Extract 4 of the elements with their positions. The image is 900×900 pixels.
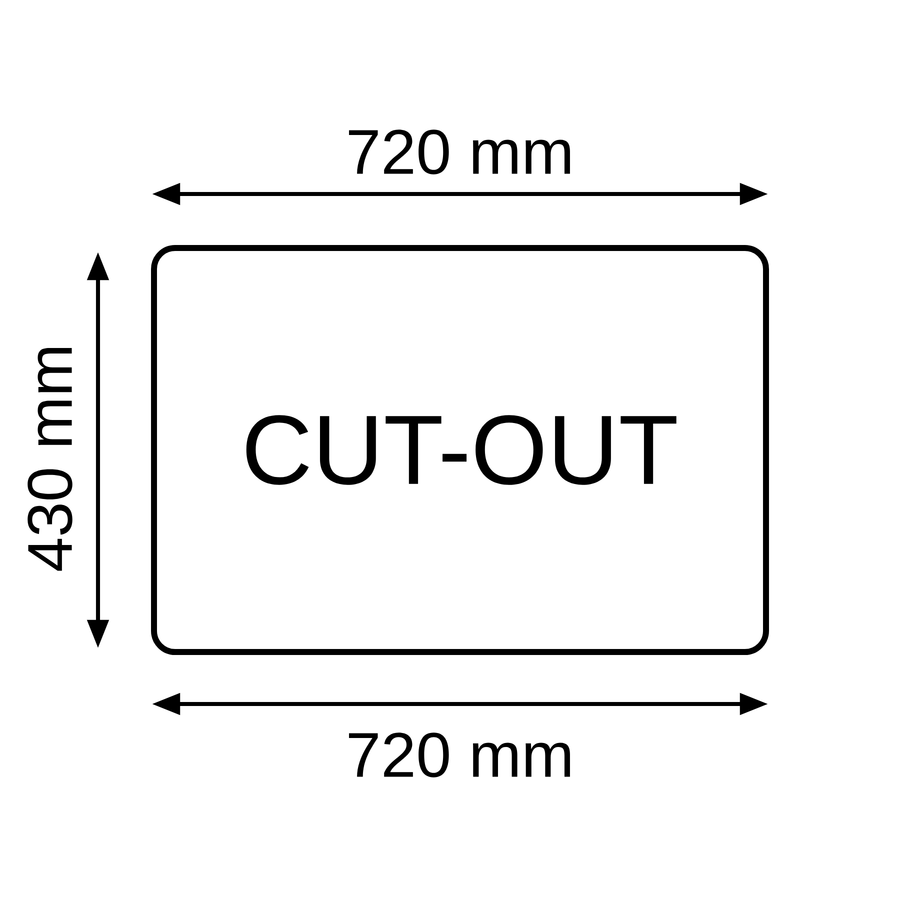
dimension-label: 430 mm [28,348,72,571]
dimension-label: 720 mm [349,130,570,174]
dimension-label: 720 mm [349,732,570,778]
cut-out-box: CUT-OUT [151,245,769,655]
